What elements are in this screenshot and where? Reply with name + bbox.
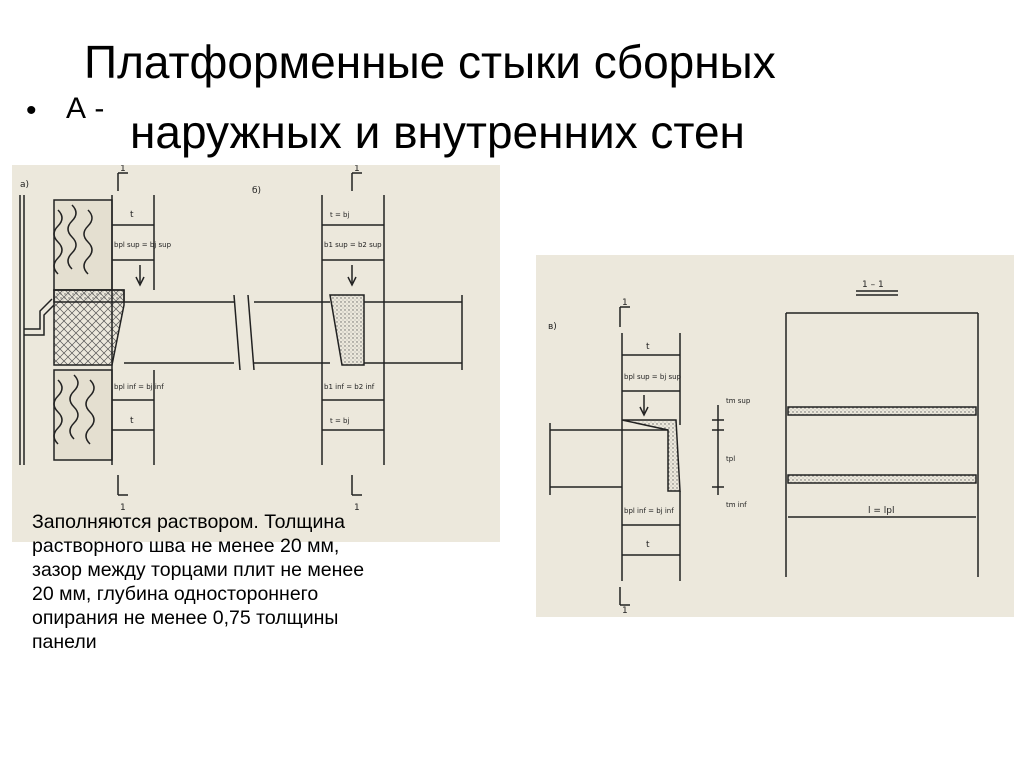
caption-text: Заполняются раствором. Толщина растворно… xyxy=(32,510,492,654)
label-tm-sup: tm sup xyxy=(726,397,751,405)
slide-title-line-1: Платформенные стыки сборных xyxy=(84,36,776,88)
section-mark-a-bottom: 1 xyxy=(120,503,126,513)
joint-drawing-v-svg: в) 1 – 1 1 1 t bpl sup = bj sup bpl inf … xyxy=(548,280,979,616)
caption-line: Заполняются раствором. Толщина xyxy=(32,511,345,533)
bullet-text: А - xyxy=(66,92,105,125)
section-mark-b-top: 1 xyxy=(354,165,360,174)
label-t-bj-b-bottom: t = bj xyxy=(330,417,350,425)
caption-line: растворного шва не менее 20 мм, xyxy=(32,535,340,557)
caption-line: зазор между торцами плит не менее xyxy=(32,559,365,581)
label-b1-b2-sup: b1 sup = b2 sup xyxy=(324,241,382,249)
joint-drawing-a-b-svg: а) б) 1 1 1 1 t bpl sup = bj sup bpl inf… xyxy=(19,165,463,513)
label-t-v-bottom: t xyxy=(646,540,650,550)
caption-line: 20 мм, глубина одностороннего xyxy=(32,583,319,605)
label-bpl-inf-v: bpl inf = bj inf xyxy=(624,507,674,515)
slide-title-line-2: наружных и внутренних стен xyxy=(130,106,745,158)
label-tpl: tpl xyxy=(726,455,735,463)
label-b1-b2-inf: b1 inf = b2 inf xyxy=(324,383,375,391)
label-l-eq-lpl: l = lpl xyxy=(868,506,894,516)
section-title-1-1: 1 – 1 xyxy=(862,280,884,290)
section-mark-a-top: 1 xyxy=(120,165,126,174)
section-mark-b-bottom: 1 xyxy=(354,503,360,513)
section-mark-v-bottom: 1 xyxy=(622,606,628,616)
joint-drawing-v: в) 1 – 1 1 1 t bpl sup = bj sup bpl inf … xyxy=(536,255,1014,617)
label-t-a-bottom: t xyxy=(130,416,134,426)
label-bpl-sup-v: bpl sup = bj sup xyxy=(624,373,682,381)
label-v: в) xyxy=(548,322,557,332)
label-bpl-sup-a: bpl sup = bj sup xyxy=(114,241,172,249)
label-tm-inf: tm inf xyxy=(726,501,747,509)
label-t-v-top: t xyxy=(646,342,650,352)
bullet-marker: • xyxy=(26,94,37,127)
label-b: б) xyxy=(252,186,261,196)
label-t-a-top: t xyxy=(130,210,134,220)
label-bpl-inf-a: bpl inf = bj inf xyxy=(114,383,164,391)
section-mark-v-top: 1 xyxy=(622,298,628,308)
caption-line: опирания не менее 0,75 толщины xyxy=(32,607,339,629)
caption-line: панели xyxy=(32,631,97,653)
label-a: а) xyxy=(20,180,29,190)
joint-drawing-a-b: а) б) 1 1 1 1 t bpl sup = bj sup bpl inf… xyxy=(12,165,500,542)
label-t-bj-b-top: t = bj xyxy=(330,211,350,219)
